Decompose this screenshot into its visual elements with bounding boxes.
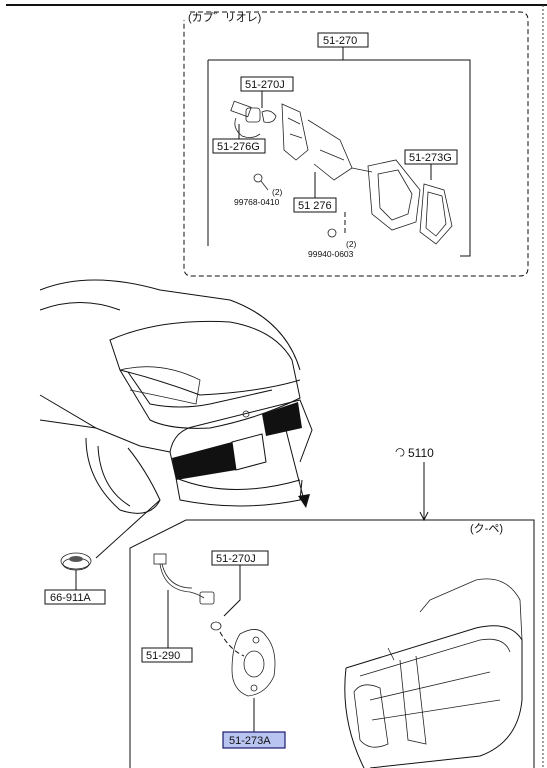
label-qty-1: (2): [272, 187, 283, 197]
svg-text:51-273G: 51-273G: [409, 152, 452, 164]
car-body-rear: [39, 279, 313, 514]
lower-group-border: [129, 519, 535, 768]
svg-text:51-276G: 51-276G: [217, 141, 260, 153]
upper-group-border: [183, 11, 529, 277]
svg-text:51-273A: 51-273A: [229, 735, 271, 747]
lens-gasket-upper: [367, 159, 453, 245]
screw-99768: [253, 173, 269, 191]
gasket-51-273a: [231, 629, 276, 697]
housing-bracket-upper: [281, 103, 373, 181]
svg-text:5110: 5110: [408, 446, 434, 460]
label-51-270j-upper[interactable]: 51-270J: [240, 76, 294, 92]
wiring-harness-lower: [153, 553, 222, 631]
label-66-911a[interactable]: 66-911A: [44, 589, 106, 605]
label-51-276[interactable]: 51 276: [293, 197, 337, 213]
svg-text:51-270: 51-270: [323, 35, 357, 47]
label-99768[interactable]: 99768-0410: [234, 197, 280, 207]
label-51-273g[interactable]: 51-273G: [404, 149, 458, 165]
label-99940[interactable]: 99940-0603: [308, 249, 354, 259]
svg-text:51-270J: 51-270J: [216, 553, 256, 565]
label-51-273a[interactable]: 51-273A: [222, 731, 286, 749]
label-51-276g[interactable]: 51-276G: [212, 138, 266, 154]
leader-grommet-car: [95, 499, 161, 559]
leader-51-270j-lower: [223, 565, 241, 617]
upper-group-header: (カプ゛リオレ): [188, 11, 261, 24]
socket-assembly-upper: [230, 100, 277, 138]
grommet-66-911a: [60, 552, 92, 571]
upper-inner-frame: [207, 59, 471, 257]
leader-dashed-gasket: [219, 631, 245, 657]
arrow-head: [298, 494, 310, 508]
screw-99940: [327, 212, 346, 238]
svg-text:51-270J: 51-270J: [245, 79, 285, 91]
ref-5110[interactable]: 5110: [395, 446, 434, 460]
label-51-270[interactable]: 51-270: [317, 32, 369, 48]
label-51-290[interactable]: 51-290: [141, 647, 193, 663]
tail-lamp-lower: [344, 578, 523, 768]
arrow-to-lower-lamp: [285, 429, 305, 501]
svg-text:51 276: 51 276: [298, 200, 332, 212]
svg-text:66-911A: 66-911A: [50, 592, 91, 604]
lower-group-header: (ク-ペ): [470, 522, 503, 535]
label-51-270j-lower[interactable]: 51-270J: [211, 550, 269, 566]
svg-text:51-290: 51-290: [146, 650, 180, 662]
label-qty-2: (2): [346, 239, 357, 249]
